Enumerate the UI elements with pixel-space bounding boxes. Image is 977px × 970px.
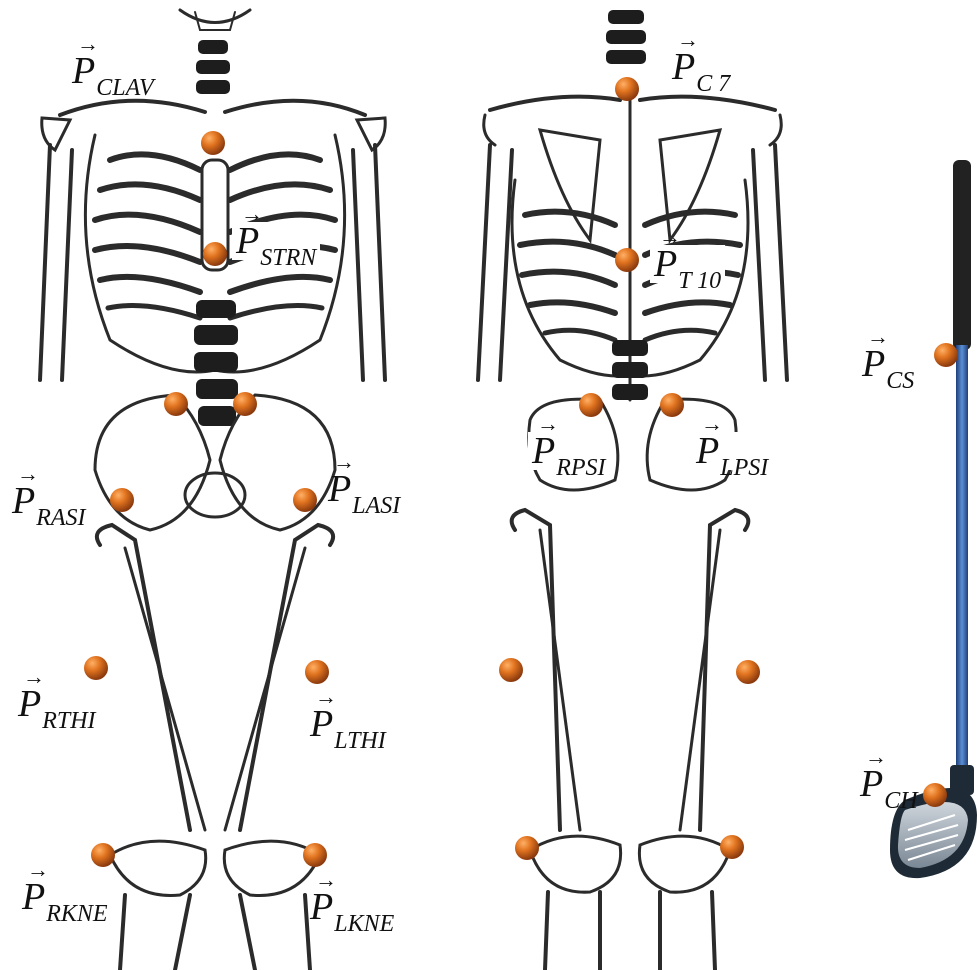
- marker-ch: [923, 783, 947, 807]
- label-lthi: PLTHI: [310, 705, 386, 743]
- marker-back-rthi: [499, 658, 523, 682]
- label-c7: PC 7: [672, 48, 730, 86]
- marker-lpsi: [660, 393, 684, 417]
- marker-back-lkne: [720, 835, 744, 859]
- marker-cs: [934, 343, 958, 367]
- label-lasi: PLASI: [328, 470, 400, 508]
- label-rthi: PRTHI: [18, 685, 96, 723]
- marker-lumbar-right: [164, 392, 188, 416]
- marker-c7: [615, 77, 639, 101]
- marker-lumbar-left: [233, 392, 257, 416]
- label-lpsi: PLPSI: [692, 432, 772, 470]
- marker-strn: [203, 242, 227, 266]
- club-shaft: [956, 345, 968, 770]
- marker-back-rkne: [515, 836, 539, 860]
- marker-clav: [201, 131, 225, 155]
- marker-lkne: [303, 843, 327, 867]
- marker-back-lthi: [736, 660, 760, 684]
- marker-lasi: [293, 488, 317, 512]
- back-skeleton: [478, 10, 787, 970]
- marker-rpsi: [579, 393, 603, 417]
- club-grip: [953, 160, 971, 350]
- marker-rthi: [84, 656, 108, 680]
- marker-rkne: [91, 843, 115, 867]
- label-rkne: PRKNE: [22, 878, 108, 916]
- marker-rasi: [110, 488, 134, 512]
- label-lkne: PLKNE: [310, 888, 394, 926]
- label-cs: PCS: [862, 345, 914, 383]
- label-t10: PT 10: [650, 245, 725, 283]
- label-rpsi: PRPSI: [528, 432, 610, 470]
- marker-t10: [615, 248, 639, 272]
- marker-lthi: [305, 660, 329, 684]
- label-strn: PSTRN: [232, 222, 320, 260]
- label-rasi: PRASI: [12, 482, 86, 520]
- label-clav: PCLAV: [72, 52, 154, 90]
- label-ch: PCH: [860, 765, 918, 803]
